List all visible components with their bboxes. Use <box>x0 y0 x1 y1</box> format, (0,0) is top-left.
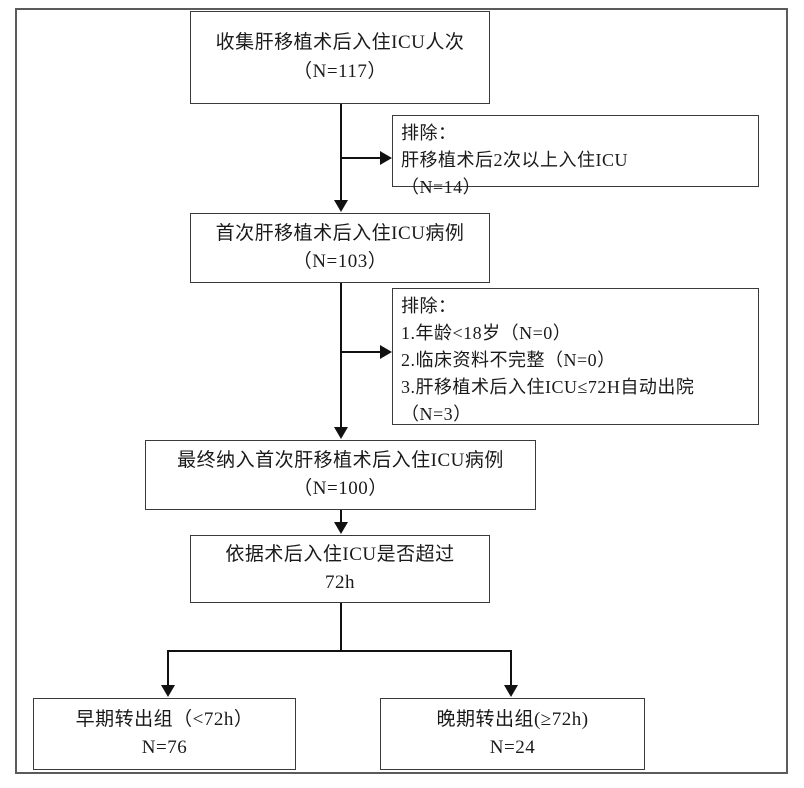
node-first-admission-line1: 首次肝移植术后入住ICU病例 <box>215 222 465 244</box>
connector-collect-to-first <box>340 104 342 201</box>
connector-first-to-final <box>340 283 342 428</box>
node-early-transfer-group: 早期转出组（<72h） N=76 <box>33 698 296 770</box>
node-first-admission-line2: （N=103） <box>292 251 388 272</box>
node-exclusion-first-count: （N=14） <box>401 177 482 197</box>
arrow-branch-exclusion-first <box>380 151 392 165</box>
arrow-split-to-early <box>161 685 175 697</box>
diagram-outer-border <box>15 8 788 774</box>
node-late-transfer-label: 晚期转出组(≥72h) <box>436 708 589 730</box>
node-final-included-line1: 最终纳入首次肝移植术后入住ICU病例 <box>177 449 504 471</box>
node-collected-admissions-line2: （N=117） <box>293 60 387 82</box>
node-collected-admissions-line1: 收集肝移植术后入住ICU人次 <box>215 32 465 53</box>
node-late-transfer-count: N=24 <box>489 737 536 758</box>
node-decision-icu-duration: 依据术后入住ICU是否超过 72h <box>190 535 490 603</box>
arrow-branch-exclusion-second <box>380 345 392 359</box>
node-exclusion-second-reason-2: 2.临床资料不完整（N=0） <box>401 350 616 370</box>
node-collected-admissions: 收集肝移植术后入住ICU人次 （N=117） <box>190 11 490 104</box>
node-exclusion-first: 排除： 肝移植术后2次以上入住ICU （N=14） <box>392 115 759 197</box>
node-final-included: 最终纳入首次肝移植术后入住ICU病例 （N=100） <box>145 440 536 510</box>
connector-final-to-decision <box>340 510 342 524</box>
node-exclusion-second-heading: 排除： <box>401 296 457 316</box>
node-first-admission: 首次肝移植术后入住ICU病例 （N=103） <box>190 213 490 283</box>
connector-split-bus <box>167 650 512 652</box>
connector-split-to-early <box>167 650 169 686</box>
node-exclusion-first-reason: 肝移植术后2次以上入住ICU <box>401 150 628 170</box>
connector-decision-to-split <box>340 603 342 651</box>
node-decision-line1: 依据术后入住ICU是否超过 <box>225 543 455 565</box>
node-exclusion-first-heading: 排除： <box>401 123 457 143</box>
connector-branch-exclusion-first <box>341 157 383 159</box>
arrow-split-to-late <box>504 685 518 697</box>
node-exclusion-second: 排除： 1.年龄<18岁（N=0） 2.临床资料不完整（N=0） 3.肝移植术后… <box>392 288 759 425</box>
arrow-first-to-final <box>334 427 348 439</box>
node-exclusion-second-reason-3: 3.肝移植术后入住ICU≤72H自动出院（N=3） <box>401 377 695 424</box>
connector-split-to-late <box>510 650 512 686</box>
arrow-final-to-decision <box>334 522 348 534</box>
node-exclusion-second-reason-1: 1.年龄<18岁（N=0） <box>401 323 572 343</box>
node-final-included-line2: （N=100） <box>293 478 388 499</box>
node-early-transfer-label: 早期转出组（<72h） <box>75 708 254 730</box>
arrow-collect-to-first <box>334 200 348 212</box>
connector-branch-exclusion-second <box>341 351 383 353</box>
node-late-transfer-group: 晚期转出组(≥72h) N=24 <box>380 698 645 770</box>
node-early-transfer-count: N=76 <box>141 737 188 758</box>
node-decision-line2: 72h <box>325 572 355 593</box>
